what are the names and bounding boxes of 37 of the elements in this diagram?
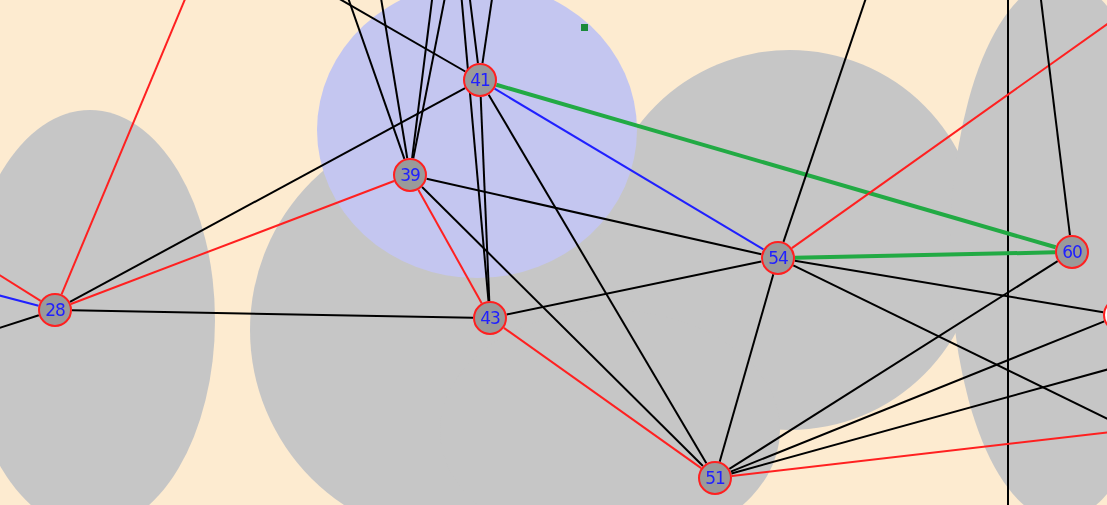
- connector-line: [481, 0, 494, 65]
- connector-line: [729, 320, 1106, 473]
- node-label: 28: [45, 300, 65, 320]
- connector-line: [411, 0, 434, 160]
- connector-line: [495, 82, 1057, 250]
- connector-line: [505, 260, 763, 316]
- connector-line: [794, 250, 1056, 260]
- connector-line: [730, 430, 1107, 478]
- connector-line: [417, 188, 483, 305]
- connector-line: [468, 0, 479, 65]
- node-label: 39: [400, 165, 420, 185]
- connector-line: [493, 87, 765, 251]
- connector-line: [345, 0, 406, 160]
- connector-line: [0, 292, 40, 307]
- connector-line: [728, 260, 1059, 470]
- node-label: 54: [768, 248, 788, 268]
- connector-line: [1039, 0, 1071, 237]
- connector-line: [782, 0, 869, 243]
- node-label: 43: [480, 308, 500, 328]
- connector-line: [60, 0, 189, 296]
- connector-line: [487, 93, 708, 465]
- connector-line: [460, 0, 490, 303]
- node-label: 41: [470, 70, 490, 90]
- connector-line: [379, 0, 409, 160]
- node-label: 60: [1062, 242, 1082, 262]
- connector-line: [425, 177, 763, 256]
- connector-line: [479, 96, 491, 302]
- connector-line: [502, 326, 703, 470]
- connector-line: [421, 186, 704, 467]
- connector-line: [718, 273, 775, 463]
- connector-line: [68, 87, 467, 303]
- node-label: 51: [705, 468, 725, 488]
- connector-line: [412, 0, 447, 160]
- connector-line: [793, 259, 1105, 314]
- connector-line: [69, 180, 396, 305]
- connector-line: [71, 309, 474, 319]
- connector-line: [0, 314, 40, 332]
